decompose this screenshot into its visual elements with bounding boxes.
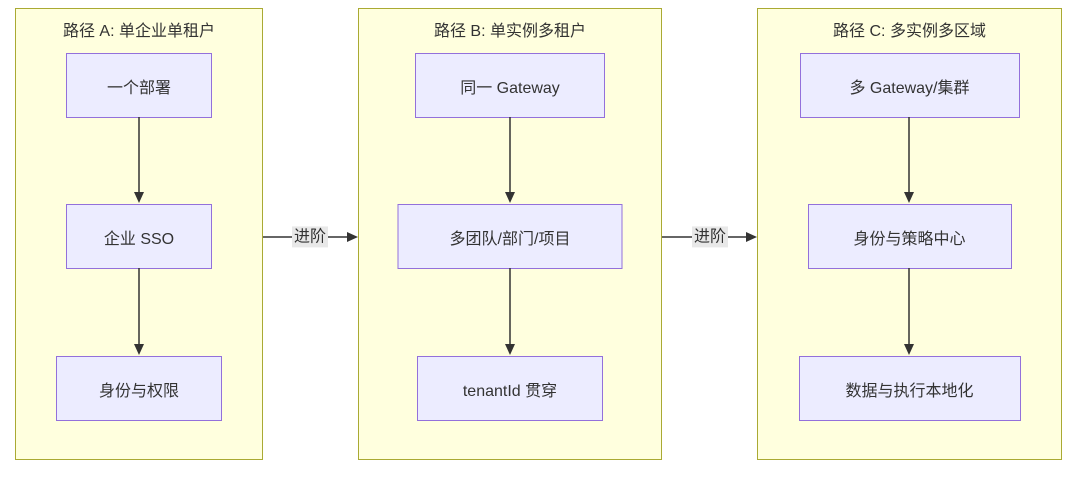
- edge-label-advance-2: 进阶: [691, 226, 729, 248]
- subgraph-path-b: 路径 B: 单实例多租户 同一 Gateway 多团队/部门/项目 tenant…: [358, 8, 662, 460]
- subgraph-path-a: 路径 A: 单企业单租户 一个部署 企业 SSO 身份与权限: [15, 8, 263, 460]
- subgraph-path-c: 路径 C: 多实例多区域 多 Gateway/集群 身份与策略中心 数据与执行本…: [757, 8, 1062, 460]
- edge-label-advance-1: 进阶: [291, 226, 329, 248]
- node-single-deployment: 一个部署: [66, 53, 212, 118]
- node-data-execution-localization: 数据与执行本地化: [798, 356, 1021, 421]
- node-enterprise-sso: 企业 SSO: [66, 204, 212, 269]
- node-same-gateway: 同一 Gateway: [415, 53, 605, 118]
- subgraph-path-c-title: 路径 C: 多实例多区域: [833, 23, 986, 40]
- subgraph-path-b-title: 路径 B: 单实例多租户: [433, 23, 586, 40]
- node-tenantid-throughout: tenantId 贯穿: [417, 356, 603, 421]
- node-multi-gateway-cluster: 多 Gateway/集群: [799, 53, 1020, 118]
- node-identity-policy-center: 身份与策略中心: [807, 204, 1012, 269]
- subgraph-path-a-title: 路径 A: 单企业单租户: [62, 23, 215, 40]
- node-identity-permissions: 身份与权限: [56, 356, 222, 421]
- node-multi-team-dept-project: 多团队/部门/项目: [397, 204, 623, 269]
